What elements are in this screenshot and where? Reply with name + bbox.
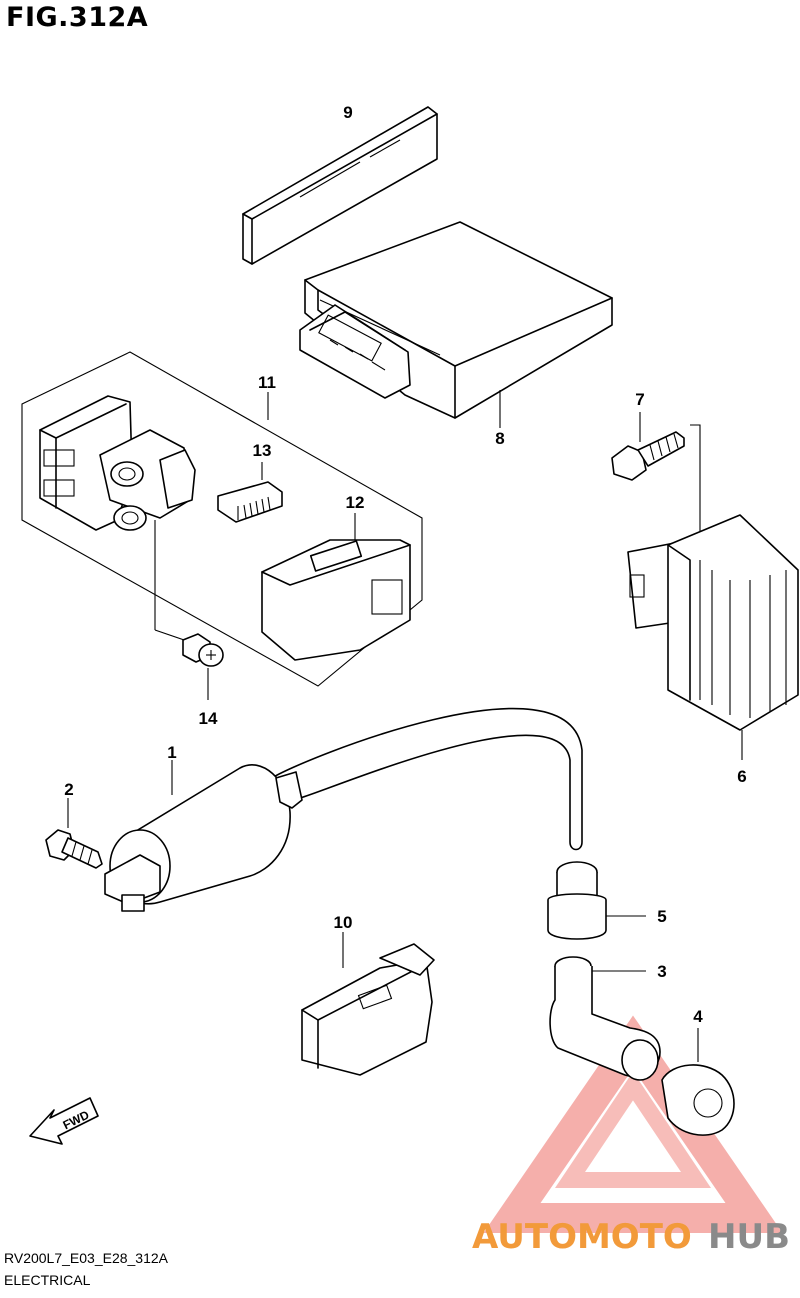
part-9-pad: [242, 106, 438, 265]
part-6-regulator: [627, 514, 799, 760]
part-14-screw: [182, 633, 224, 700]
callout-10: 10: [334, 913, 353, 932]
watermark-part2: HUB: [708, 1217, 790, 1257]
part-4-cap: [661, 1028, 735, 1136]
callout-11: 11: [258, 373, 276, 392]
figure-title: FIG.312A: [6, 2, 149, 33]
part-2-bolt: [45, 798, 103, 869]
watermark-part1: AUTOMOTO: [472, 1217, 692, 1257]
part-8-ecm: [299, 221, 613, 428]
callout-4: 4: [693, 1007, 703, 1026]
part-12-cover: [261, 513, 411, 661]
part-7-bolt: [611, 412, 701, 580]
callout-3: 3: [657, 962, 666, 981]
callout-13: 13: [253, 441, 272, 460]
part-11-fuse-box: [39, 395, 196, 643]
model-code: RV200L7_E03_E28_312A: [4, 1250, 169, 1266]
callouts: 1 2 3 4 5 6 7 8 9 10 11 12 13 14: [64, 103, 746, 1026]
part-13-fuse: [217, 462, 283, 523]
callout-5: 5: [657, 907, 666, 926]
part-5-grommet: [547, 861, 646, 940]
fwd-arrow-icon: FWD: [29, 1097, 99, 1145]
part-1-ignition-coil: [104, 707, 583, 912]
part-10-connector: [301, 932, 435, 1076]
section-name: ELECTRICAL: [4, 1272, 91, 1288]
callout-14: 14: [199, 709, 218, 728]
callout-12: 12: [346, 493, 365, 512]
part-3-plug-cap: [549, 956, 661, 1081]
callout-1: 1: [167, 743, 176, 762]
callout-7: 7: [635, 390, 644, 409]
watermark-text: AUTOMOTO HUB: [472, 1217, 790, 1257]
callout-9: 9: [343, 103, 352, 122]
callout-6: 6: [737, 767, 746, 786]
part-11-assembly-outline: [21, 351, 423, 687]
callout-2: 2: [64, 780, 73, 799]
callout-8: 8: [495, 429, 504, 448]
